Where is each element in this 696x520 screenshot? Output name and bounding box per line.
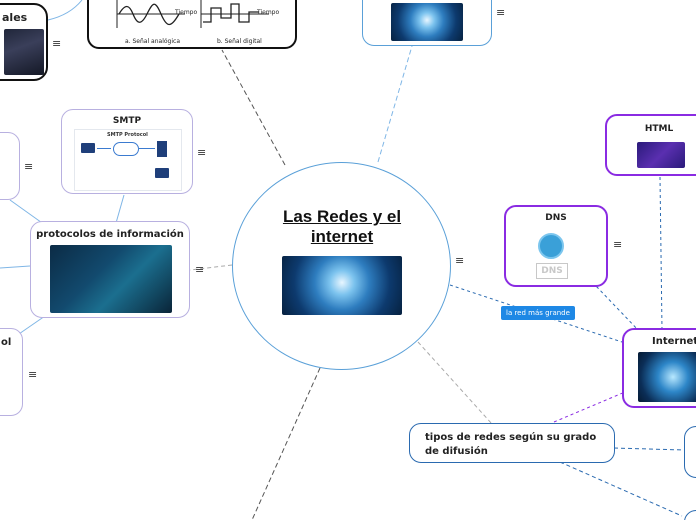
digital-axis-label: Tiempo	[257, 9, 280, 16]
partial-node-left-mid[interactable]	[0, 132, 20, 200]
link-protocolos-left-top	[9, 199, 46, 226]
menu-icon[interactable]: ≡	[195, 263, 205, 276]
link-central-bottom	[251, 367, 321, 520]
digital-wave	[203, 3, 259, 23]
menu-icon[interactable]: ≡	[24, 160, 34, 173]
central-topic-node[interactable]: Las Redes y el internet	[232, 162, 451, 370]
cloud-icon	[113, 142, 139, 156]
tipos-node[interactable]: tipos de redes según su grado de difusió…	[409, 423, 615, 463]
menu-icon[interactable]: ≡	[613, 238, 623, 251]
partial-node-top-left[interactable]: ales	[0, 3, 48, 81]
menu-icon[interactable]: ≡	[455, 254, 465, 267]
link-central-signals	[221, 49, 286, 166]
html-node[interactable]: HTML	[605, 114, 696, 176]
menu-icon[interactable]: ≡	[197, 146, 207, 159]
partial-node-title: ol	[1, 337, 12, 348]
html-image	[637, 142, 685, 168]
smtp-arrow	[97, 148, 111, 149]
internet-node[interactable]: Internet	[622, 328, 696, 408]
globe-icon	[538, 233, 564, 259]
computer-icon	[81, 143, 95, 153]
link-protocolos-left-mid	[0, 265, 31, 269]
tipos-title: tipos de redes según su grado de difusió…	[425, 432, 597, 457]
central-title: Las Redes y el internet	[282, 207, 402, 246]
link-tipos-bottomright	[559, 461, 683, 517]
link-protocolos-smtp	[115, 194, 125, 224]
link-tipos-internet	[553, 391, 626, 423]
smtp-title: SMTP	[112, 116, 142, 126]
link-central-protocolos	[189, 264, 233, 271]
link-central-tipos	[417, 341, 493, 425]
protocolos-image	[50, 245, 172, 313]
laptop-icon	[155, 168, 169, 178]
smtp-diagram-title: SMTP Protocol	[107, 132, 148, 138]
digital-caption: b. Señal digital	[217, 38, 262, 45]
network-image	[391, 3, 463, 41]
relation-label[interactable]: la red más grande	[501, 306, 575, 320]
dns-node[interactable]: DNS DNS	[504, 205, 608, 287]
menu-icon[interactable]: ≡	[52, 37, 62, 50]
menu-icon[interactable]: ≡	[28, 368, 38, 381]
html-title: HTML	[644, 124, 674, 134]
smtp-diagram: SMTP Protocol	[74, 129, 182, 191]
partial-node-left-bottom[interactable]: ol	[0, 328, 23, 416]
central-image	[282, 256, 402, 315]
link-central-top-image	[377, 45, 413, 163]
signal-types-node[interactable]: Tiempo Tiempo a. Señal analógica b. Seña…	[87, 0, 297, 49]
link-internet-dns	[595, 285, 641, 333]
link-internet-html	[659, 176, 663, 331]
network-image-node[interactable]	[362, 0, 492, 46]
partial-node-right[interactable]	[684, 426, 696, 478]
protocolos-node[interactable]: protocolos de información	[30, 221, 190, 318]
partial-node-title: ales	[2, 11, 28, 24]
partial-node-image	[4, 29, 44, 75]
smtp-node[interactable]: SMTP SMTP Protocol	[61, 109, 193, 194]
dns-title: DNS	[545, 213, 567, 223]
signal-graphs	[116, 0, 269, 28]
menu-icon[interactable]: ≡	[496, 6, 506, 19]
smtp-arrow	[139, 148, 155, 149]
link-left-top-curve	[47, 0, 83, 21]
analog-wave	[118, 3, 180, 26]
server-icon	[157, 141, 167, 157]
link-tipos-right	[613, 447, 685, 451]
internet-title: Internet	[651, 336, 696, 347]
dns-badge: DNS	[536, 263, 568, 279]
analog-caption: a. Señal analógica	[125, 38, 180, 45]
protocolos-title: protocolos de información	[36, 229, 184, 240]
internet-image	[638, 352, 696, 402]
analog-axis-label: Tiempo	[175, 9, 198, 16]
